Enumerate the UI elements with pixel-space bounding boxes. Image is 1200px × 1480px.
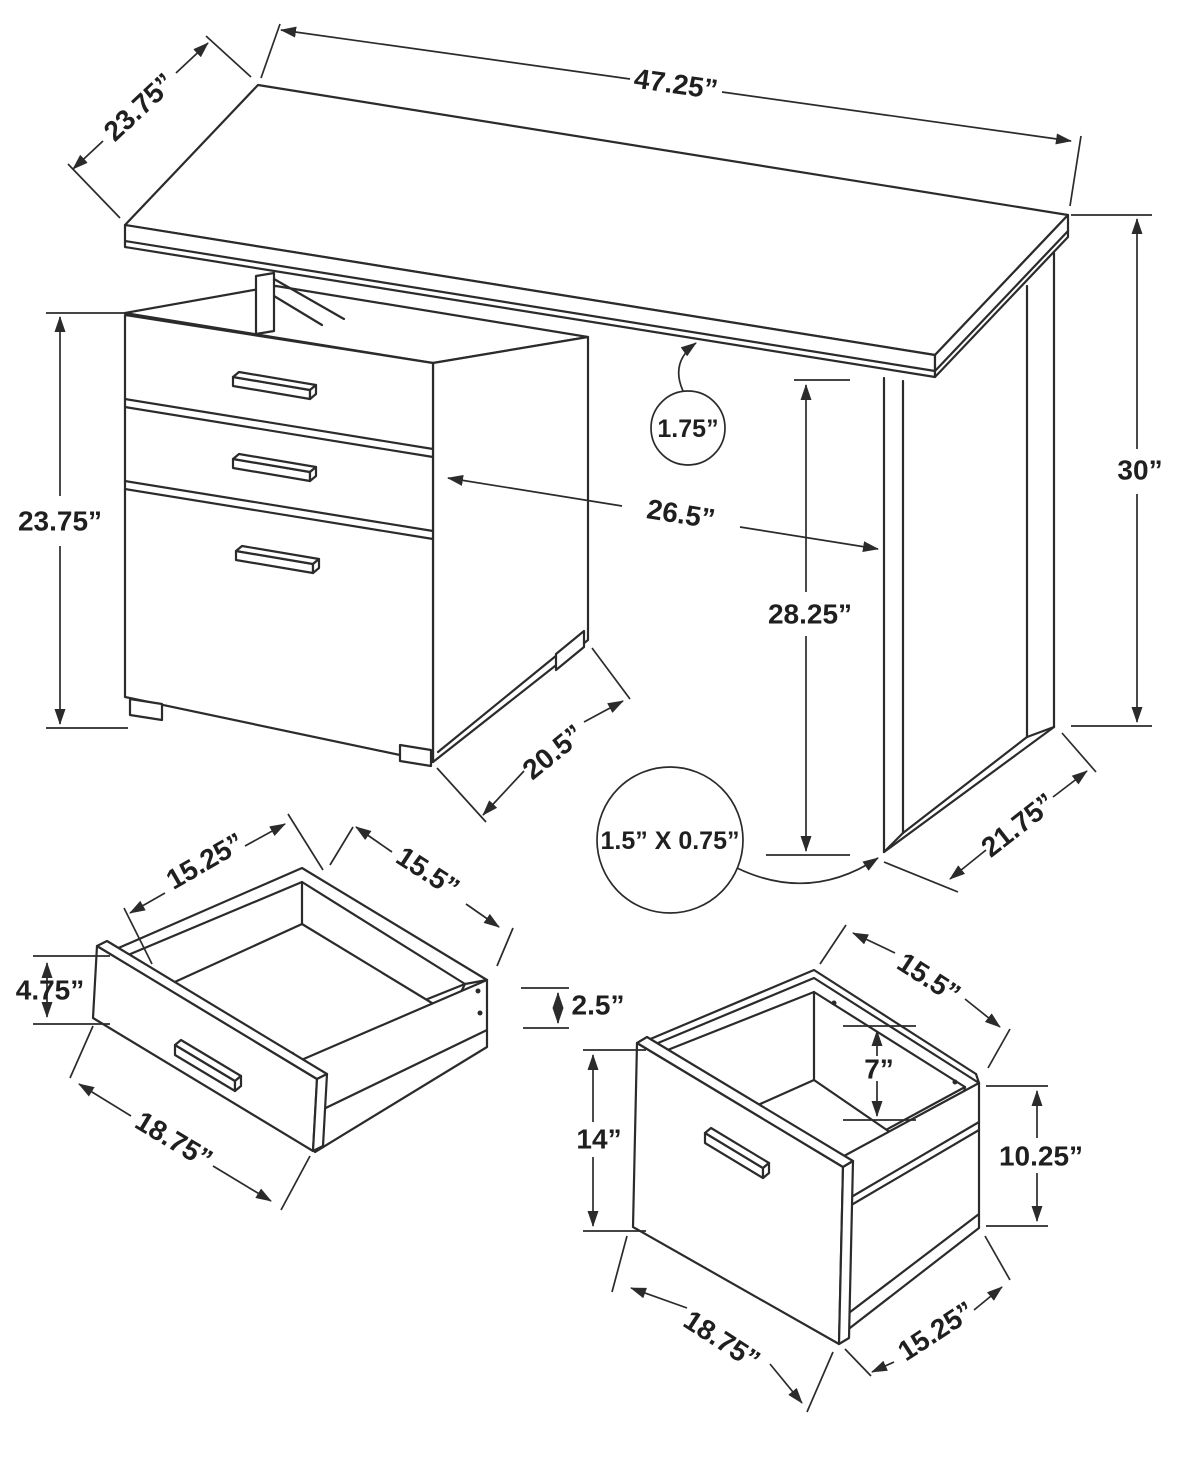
drawer-handle: [234, 544, 321, 575]
dim-knee-width: 26.5”: [645, 493, 718, 534]
file-drawer-body: [631, 968, 981, 1346]
dim-top-thickness: 1.75”: [657, 415, 718, 443]
small-drawer-body: [91, 866, 489, 1154]
drawer-handle: [173, 1038, 243, 1093]
dim-sd-front-width: 18.75”: [130, 1105, 218, 1175]
dim-desk-height: 30”: [1117, 455, 1162, 486]
dim-fd-front-width: 18.75”: [678, 1304, 765, 1376]
dim-leg-tube: 1.5” X 0.75”: [601, 827, 740, 855]
dim-desk-width: 47.25”: [632, 63, 720, 105]
file-drawer-drawing: 15.5” 7” 14” 10.25” 18.75”: [576, 924, 1083, 1413]
right-leg-frame: [882, 251, 1056, 854]
pedestal-cabinet: [123, 284, 590, 768]
desk-drawing: 23.75” 47.25” 23.75” 30” 28.25”: [18, 23, 1163, 914]
dim-fd-side-height: 10.25”: [999, 1141, 1083, 1172]
dim-fd-bottom-depth: 15.25”: [892, 1295, 979, 1367]
dim-sd-side-height: 2.5”: [572, 990, 625, 1021]
dim-knee-height: 28.25”: [768, 599, 852, 630]
small-drawer-drawing: 15.25” 15.5” 4.75” 2.5” 18.75”: [16, 813, 625, 1211]
dim-pedestal-depth: 20.5”: [517, 718, 590, 785]
dim-desk-depth: 23.75”: [98, 67, 181, 147]
dim-fd-depth: 15.5”: [892, 946, 966, 1009]
dim-fd-front-height: 14”: [576, 1124, 621, 1155]
drawer-handle: [703, 1126, 771, 1180]
dim-fd-inner-height: 7”: [864, 1054, 894, 1085]
drawer-handle: [231, 370, 318, 401]
dim-leg-depth: 21.75”: [975, 787, 1060, 863]
drawer-handle: [231, 452, 318, 483]
dim-pedestal-height: 23.75”: [18, 506, 102, 537]
support-bracket: [254, 271, 346, 336]
dim-sd-width: 15.25”: [161, 827, 249, 896]
desk-top: [123, 83, 1070, 379]
dim-sd-front-height: 4.75”: [16, 975, 85, 1006]
dim-sd-depth: 15.5”: [391, 840, 465, 903]
